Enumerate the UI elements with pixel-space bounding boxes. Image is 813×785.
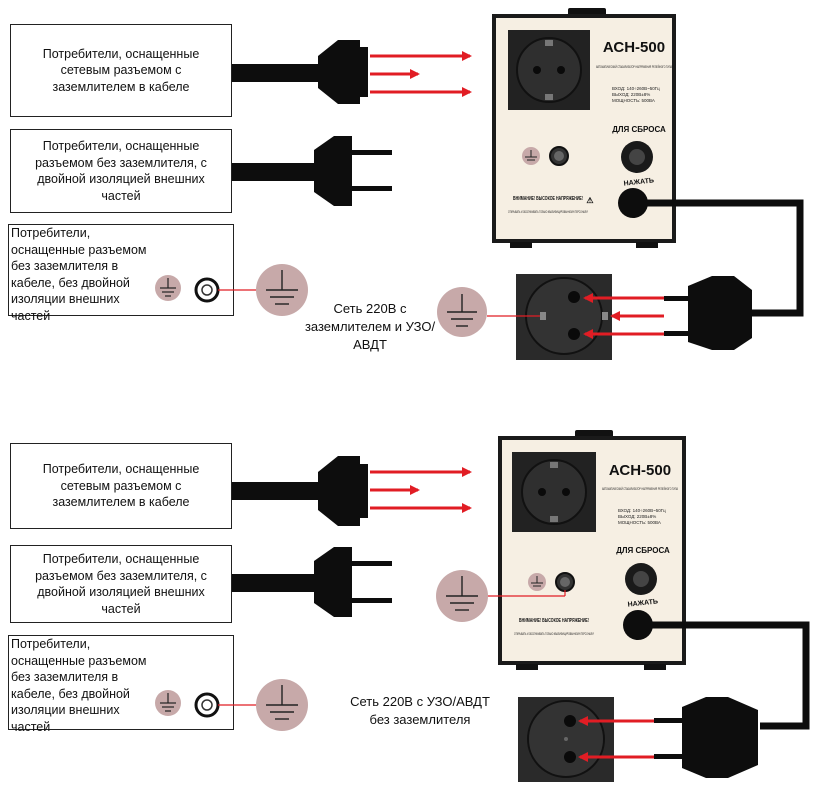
- stabilizer-spec: ВЫХОД: 220В±8%: [618, 514, 656, 519]
- arrow-icon: [578, 716, 654, 762]
- stabilizer-model: АСН-500: [609, 462, 671, 479]
- consumer-text: Потребители, оснащенные разъемом без заз…: [11, 637, 147, 734]
- consumer-box-no-ground: Потребители, оснащенные разъемом без заз…: [8, 224, 234, 323]
- warning-title: ВНИМАНИЕ! ВЫСОКОЕ НАПРЯЖЕНИЕ!: [513, 196, 583, 202]
- press-label: НАЖАТЬ: [623, 177, 654, 187]
- network-label: Сеть 220В с УЗО/АВДТ без заземлителя: [350, 694, 490, 728]
- press-label: НАЖАТЬ: [627, 598, 658, 608]
- consumer-text: Потребители, оснащенные разъемом без заз…: [11, 226, 147, 323]
- consumer-text: Потребители, оснащенные разъемом без заз…: [35, 139, 207, 203]
- grounded-plug-icon: [232, 456, 368, 526]
- two-pin-plug-icon: [232, 136, 392, 206]
- consumer-box-double-insulation: Потребители, оснащенные разъемом без заз…: [10, 545, 232, 623]
- warning-title: ВНИМАНИЕ! ВЫСОКОЕ НАПРЯЖЕНИЕ!: [519, 618, 589, 624]
- stabilizer-unit: ⚠: [492, 8, 676, 248]
- stabilizer-spec: ВЫХОД: 220В±8%: [612, 92, 650, 97]
- network-label: Сеть 220В с заземлителем и УЗО/АВДТ: [304, 301, 436, 353]
- stabilizer-spec: ВХОД: 140÷260В~50Гц: [618, 508, 666, 513]
- ground-symbol-icon: [155, 690, 181, 716]
- stabilizer-spec: МОЩНОСТЬ: 500ВА: [618, 520, 661, 525]
- stabilizer-subtitle: АВТОМАТИЧЕСКИЙ СТАБИЛИЗАТОР НАПРЯЖЕНИЯ Р…: [602, 486, 678, 491]
- power-cable: [646, 199, 804, 317]
- consumer-text: Потребители, оснащенные разъемом без заз…: [35, 552, 207, 616]
- consumer-box-double-insulation: Потребители, оснащенные разъемом без заз…: [10, 129, 232, 213]
- power-cable: [652, 621, 810, 730]
- socket-icon: [508, 30, 590, 110]
- reset-label: ДЛЯ СБРОСА: [616, 546, 670, 555]
- ground-symbol-icon: [436, 570, 488, 622]
- stabilizer-spec: МОЩНОСТЬ: 500ВА: [612, 98, 655, 103]
- terminal-icon: [194, 277, 220, 303]
- two-pin-plug-icon: [232, 547, 392, 617]
- consumer-box-grounded-plug: Потребители, оснащенные сетевым разъемом…: [10, 443, 232, 529]
- arrow-icon: [370, 51, 472, 97]
- socket-icon: [512, 452, 596, 532]
- wall-socket-icon: [518, 697, 614, 782]
- network-plug-icon: [654, 697, 758, 778]
- terminal-icon: [194, 692, 220, 718]
- network-plug-icon: [664, 276, 752, 350]
- warning-text: ОТКРЫВАТЬ И ОБСЛУЖИВАТЬ ТОЛЬКО КВАЛИФИЦИ…: [508, 210, 588, 214]
- consumer-text: Потребители, оснащенные сетевым разъемом…: [42, 462, 200, 510]
- ground-symbol-icon: [155, 275, 181, 301]
- arrow-icon: [583, 293, 664, 339]
- stabilizer-spec: ВХОД: 140÷260В~50Гц: [612, 86, 660, 91]
- grounded-plug-icon: [232, 40, 368, 104]
- warning-text: ОТКРЫВАТЬ И ОБСЛУЖИВАТЬ ТОЛЬКО КВАЛИФИЦИ…: [514, 632, 594, 636]
- stabilizer-subtitle: АВТОМАТИЧЕСКИЙ СТАБИЛИЗАТОР НАПРЯЖЕНИЯ Р…: [596, 64, 672, 69]
- stabilizer-model: АСН-500: [603, 39, 665, 56]
- consumer-box-grounded-plug: Потребители, оснащенные сетевым разъемом…: [10, 24, 232, 117]
- reset-label: ДЛЯ СБРОСА: [612, 125, 666, 134]
- wall-socket-icon: [516, 274, 612, 360]
- ground-symbol-icon: [256, 264, 308, 316]
- ground-symbol-icon: [437, 287, 487, 337]
- ground-symbol-icon: [256, 679, 308, 731]
- consumer-box-no-ground: Потребители, оснащенные разъемом без заз…: [8, 635, 234, 734]
- svg-text:⚠: ⚠: [586, 196, 593, 205]
- arrow-icon: [370, 467, 472, 513]
- consumer-text: Потребители, оснащенные сетевым разъемом…: [42, 46, 200, 94]
